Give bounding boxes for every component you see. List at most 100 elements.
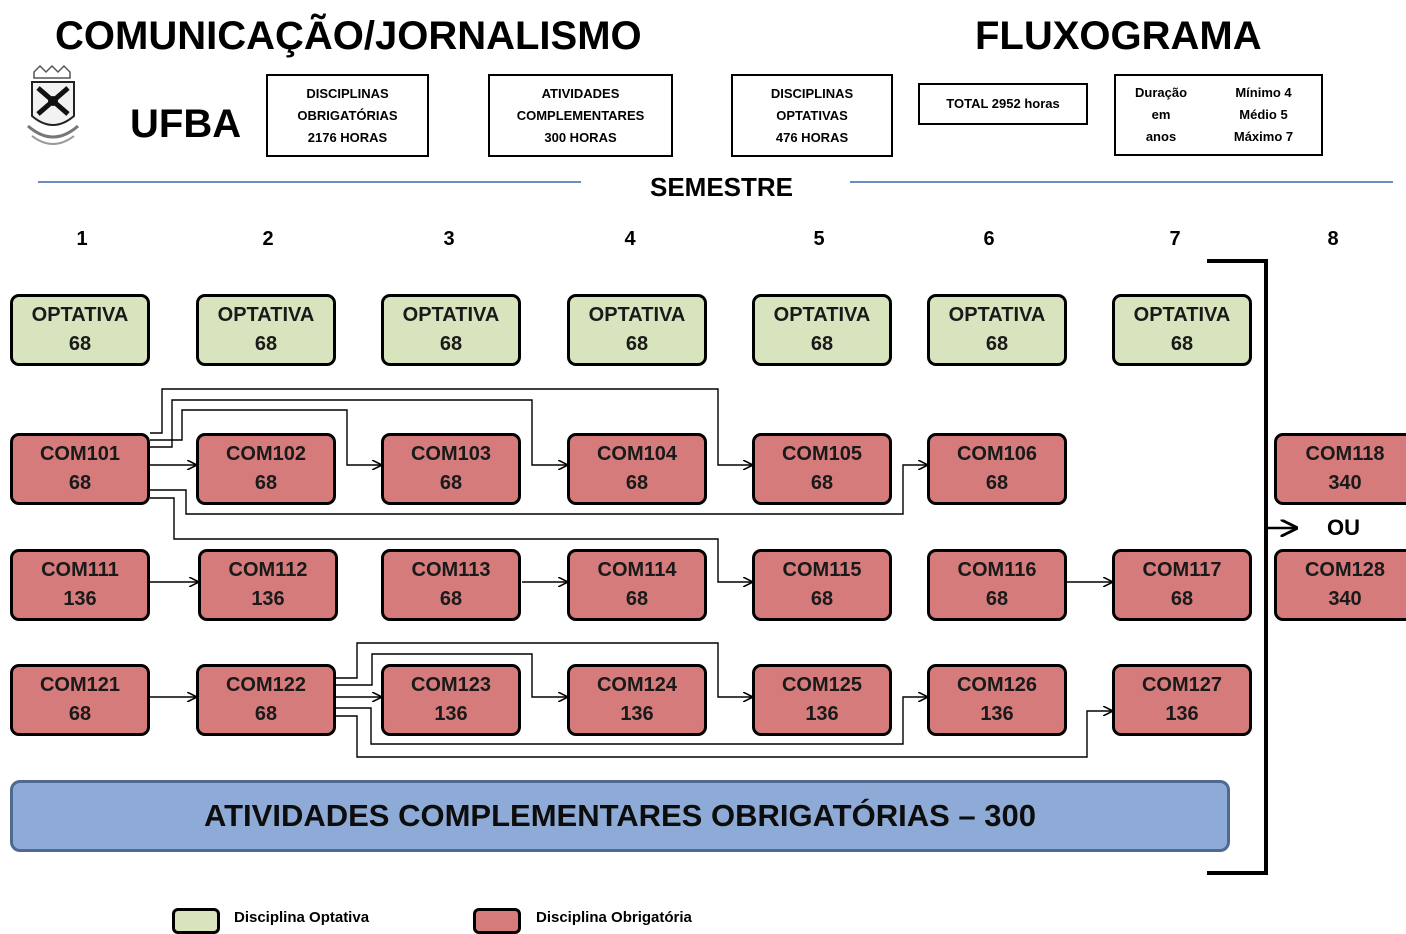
course-com127[interactable]: COM127 136 [1112, 664, 1252, 736]
course-optativa-s6[interactable]: OPTATIVA 68 [927, 294, 1067, 366]
info-line: 476 HORAS [775, 129, 849, 145]
course-hours: 136 [63, 588, 97, 610]
course-com111[interactable]: COM111 136 [10, 549, 150, 621]
course-hours: 68 [68, 472, 92, 494]
course-code: COM127 [1141, 674, 1223, 696]
course-optativa-s3[interactable]: OPTATIVA 68 [381, 294, 521, 366]
course-com102[interactable]: COM102 68 [196, 433, 336, 505]
info-line: 2176 HORAS [307, 129, 388, 145]
arrow-com122-com127 [336, 711, 1112, 758]
course-hours: 68 [439, 472, 463, 494]
arrow-com101-com103 [150, 409, 381, 465]
semester-number: 2 [262, 228, 274, 250]
info-line: OPTATIVAS [776, 107, 848, 123]
course-code: COM111 [41, 559, 119, 581]
course-com126[interactable]: COM126 136 [927, 664, 1067, 736]
course-code: COM125 [781, 674, 863, 696]
course-com118[interactable]: COM118 340 [1274, 433, 1406, 505]
arrow-com101-com115 [150, 497, 752, 582]
course-com128[interactable]: COM128 340 [1274, 549, 1406, 621]
course-code: COM121 [39, 674, 121, 696]
course-hours: 68 [810, 472, 834, 494]
info-line: 300 HORAS [544, 129, 617, 145]
course-com124[interactable]: COM124 136 [567, 664, 707, 736]
course-hours: 68 [1170, 588, 1194, 610]
course-hours: 136 [805, 703, 839, 725]
course-hours: 68 [1170, 333, 1194, 355]
course-code: COM101 [39, 443, 121, 465]
course-code: COM114 [597, 559, 677, 581]
semester-number: 5 [813, 228, 825, 250]
semester-heading: SEMESTRE [650, 172, 794, 202]
course-hours: 68 [625, 333, 649, 355]
info-box-optativas: DISCIPLINAS OPTATIVAS 476 HORAS [731, 74, 893, 157]
course-hours: 68 [254, 703, 278, 725]
course-com112[interactable]: COM112 136 [198, 549, 338, 621]
course-optativa-s1[interactable]: OPTATIVA 68 [10, 294, 150, 366]
info-box-duracao: Duração em anos Mínimo 4 Médio 5 Máximo … [1114, 74, 1323, 156]
course-com104[interactable]: COM104 68 [567, 433, 707, 505]
course-com121[interactable]: COM121 68 [10, 664, 150, 736]
course-com123[interactable]: COM123 136 [381, 664, 521, 736]
duracao-label-line: anos [1145, 129, 1177, 144]
info-line: DISCIPLINAS [770, 85, 854, 101]
course-com113[interactable]: COM113 68 [381, 549, 521, 621]
course-code: COM128 [1304, 559, 1386, 581]
arrow-com122-com125 [336, 642, 752, 697]
legend-swatch-obrigatoria [473, 908, 521, 934]
course-code: OPTATIVA [1133, 304, 1231, 326]
course-optativa-s4[interactable]: OPTATIVA 68 [567, 294, 707, 366]
course-com105[interactable]: COM105 68 [752, 433, 892, 505]
course-hours: 136 [434, 703, 468, 725]
course-code: OPTATIVA [217, 304, 315, 326]
course-com116[interactable]: COM116 68 [927, 549, 1067, 621]
course-code: COM112 [228, 559, 308, 581]
course-optativa-s2[interactable]: OPTATIVA 68 [196, 294, 336, 366]
arrow-com101-com106 [150, 465, 927, 515]
course-code: OPTATIVA [31, 304, 129, 326]
arrow-com101-com104 [150, 399, 567, 465]
course-com117[interactable]: COM117 68 [1112, 549, 1252, 621]
course-com115[interactable]: COM115 68 [752, 549, 892, 621]
duracao-label-line: Duração [1134, 85, 1188, 100]
course-code: COM122 [225, 674, 307, 696]
arrow-com101-com105 [150, 388, 752, 465]
course-code: COM103 [410, 443, 492, 465]
semester-number: 1 [76, 228, 88, 250]
course-code: COM117 [1142, 559, 1222, 581]
course-com114[interactable]: COM114 68 [567, 549, 707, 621]
info-line: DISCIPLINAS [306, 85, 389, 101]
course-optativa-s5[interactable]: OPTATIVA 68 [752, 294, 892, 366]
course-com103[interactable]: COM103 68 [381, 433, 521, 505]
atividades-complementares-bar[interactable]: ATIVIDADES COMPLEMENTARES OBRIGATÓRIAS –… [10, 780, 1230, 852]
course-hours: 68 [68, 333, 92, 355]
legend-swatch-optativa [172, 908, 220, 934]
info-box-atividades: ATIVIDADES COMPLEMENTARES 300 HORAS [488, 74, 673, 157]
course-hours: 136 [620, 703, 654, 725]
course-hours: 340 [1328, 588, 1362, 610]
course-code: COM123 [410, 674, 492, 696]
course-com122[interactable]: COM122 68 [196, 664, 336, 736]
course-code: COM113 [411, 559, 491, 581]
course-hours: 340 [1328, 472, 1362, 494]
duracao-label: Duração em anos [1116, 82, 1206, 148]
course-code: COM105 [781, 443, 863, 465]
course-com125[interactable]: COM125 136 [752, 664, 892, 736]
divider-left [38, 181, 581, 183]
flowchart-title: FLUXOGRAMA [975, 14, 1262, 58]
course-com101[interactable]: COM101 68 [10, 433, 150, 505]
course-hours: 68 [985, 333, 1009, 355]
course-code: OPTATIVA [588, 304, 686, 326]
course-optativa-s7[interactable]: OPTATIVA 68 [1112, 294, 1252, 366]
semester-number: 6 [983, 228, 995, 250]
course-com106[interactable]: COM106 68 [927, 433, 1067, 505]
semester-bracket [1207, 259, 1268, 875]
info-line: COMPLEMENTARES [516, 107, 645, 123]
course-code: COM104 [596, 443, 678, 465]
course-hours: 136 [251, 588, 285, 610]
semester-number: 4 [624, 228, 636, 250]
duracao-label-line: em [1151, 107, 1171, 122]
course-code: OPTATIVA [948, 304, 1046, 326]
course-hours: 136 [1165, 703, 1199, 725]
